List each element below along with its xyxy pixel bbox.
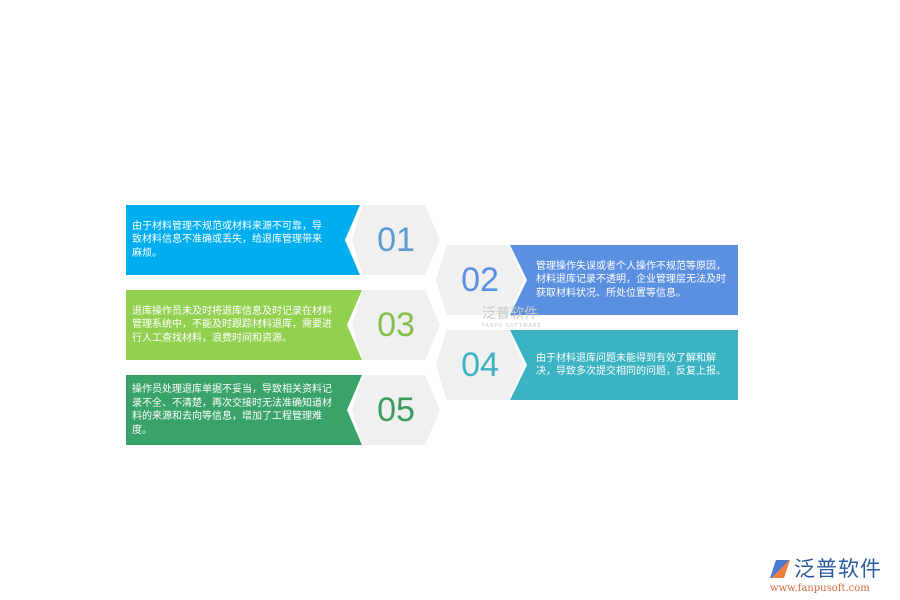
logo-url: www.fanpusoft.com [770, 583, 870, 594]
item-03-box: 退库操作员未及时将退库信息及时记录在材料管理系统中，不能及时跟踪材料退库，需要进… [126, 290, 362, 360]
hex-04: 04 [436, 330, 524, 400]
watermark-name: 泛普软件 [482, 306, 538, 322]
item-05-box: 操作员处理退库单据不妥当，导致相关资料记录不全、不清楚，再次交接时无法准确知道材… [126, 375, 362, 445]
hex-03: 03 [352, 290, 440, 360]
item-01-box: 由于材料管理不规范或材料来源不可靠，导致材料信息不准确或丢失，给退库管理带来麻烦… [126, 205, 360, 275]
logo-icon [770, 560, 790, 578]
hex-01: 01 [352, 205, 440, 275]
watermark-sub: FANPU SOFTWARE [482, 323, 542, 329]
logo-name: 泛普软件 [794, 557, 882, 581]
hex-02: 02 [436, 245, 524, 315]
item-02-box: 管理操作失误或者个人操作不规范等原因，材料退库记录不透明，企业管理层无法及时获取… [510, 245, 738, 315]
hex-05: 05 [352, 375, 440, 445]
item-04-box: 由于材料退库问题未能得到有效了解和解决，导致多次提交相同的问题，反复上报。 [510, 330, 738, 400]
brand-logo: 泛普软件 www.fanpusoft.com [770, 553, 882, 594]
